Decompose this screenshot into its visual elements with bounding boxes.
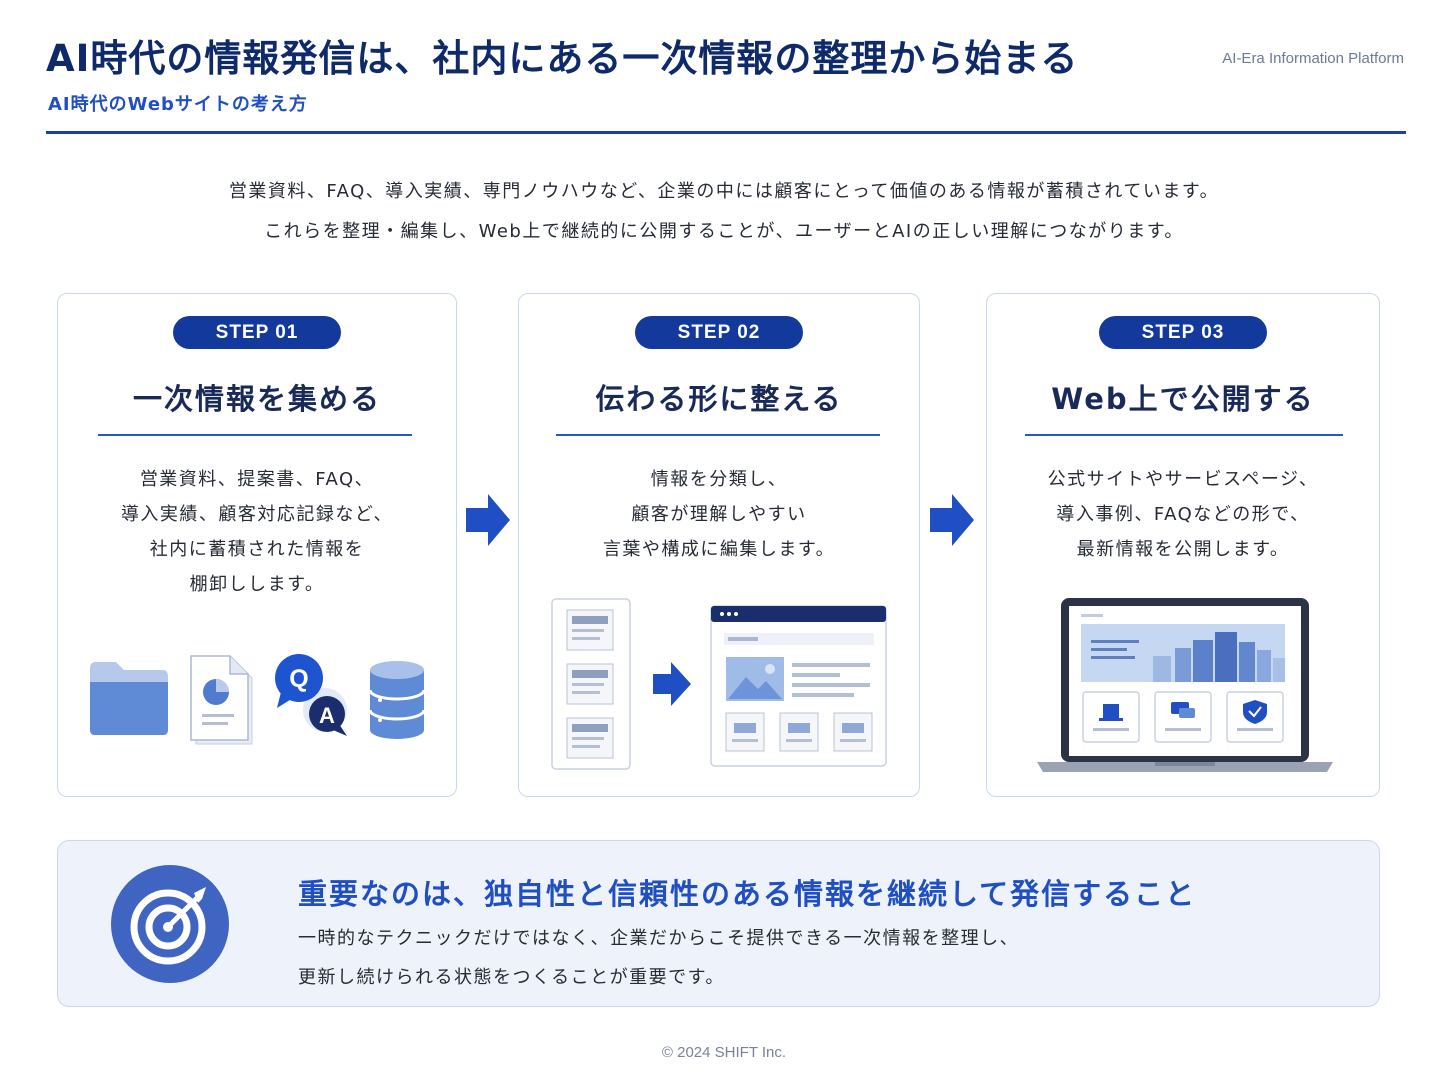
intro-line-1: 営業資料、FAQ、導入実績、専門ノウハウなど、企業の中には顧客にとって価値のある… [228, 181, 1220, 202]
step1-line: 営業資料、提案書、FAQ、 [139, 469, 375, 490]
webpage-mockup-illustration [710, 605, 887, 767]
copyright-footer: © 2024 SHIFT Inc. [661, 1044, 787, 1061]
step1-line: 導入実績、顧客対応記録など、 [120, 504, 394, 525]
step-card-3: STEP 03 Web上で公開する 公式サイトやサービスページ、 導入事例、FA… [986, 293, 1380, 797]
arrow-right-icon [466, 494, 510, 546]
step-badge-3: STEP 03 [1099, 316, 1267, 349]
page-title: AI時代の情報発信は、社内にある一次情報の整理から始まる [46, 37, 1079, 80]
step3-line: 最新情報を公開します。 [1076, 539, 1290, 560]
qa-q-letter: Q [289, 665, 308, 693]
step-body-1: 営業資料、提案書、FAQ、 導入実績、顧客対応記録など、 社内に蓄積された情報を… [58, 462, 456, 602]
intro-line-2: これらを整理・編集し、Web上で継続的に公開することが、ユーザーとAIの正しい理… [264, 221, 1184, 242]
page-subtitle: AI時代のWebサイトの考え方 [48, 94, 308, 115]
step-body-3: 公式サイトやサービスページ、 導入事例、FAQなどの形で、 最新情報を公開します… [987, 462, 1379, 567]
step-badge-2: STEP 02 [635, 316, 803, 349]
card-list-illustration [551, 598, 631, 770]
step-divider-1 [98, 434, 412, 436]
summary-panel: 重要なのは、独自性と信頼性のある情報を継続して発信すること 一時的なテクニックだ… [57, 840, 1380, 1007]
step2-line: 情報を分類し、 [650, 469, 788, 490]
arrow-right-icon [653, 662, 691, 706]
step-title-3: Web上で公開する [1051, 382, 1315, 416]
platform-label: AI-Era Information Platform [1222, 50, 1404, 67]
step-card-1: STEP 01 一次情報を集める 営業資料、提案書、FAQ、 導入実績、顧客対応… [57, 293, 457, 797]
header-divider [46, 131, 1406, 134]
arrow-right-icon [930, 494, 974, 546]
page-header: AI時代の情報発信は、社内にある一次情報の整理から始まる AI時代のWebサイト… [46, 28, 1406, 134]
target-icon [111, 865, 229, 983]
step2-line: 言葉や構成に編集します。 [602, 539, 836, 560]
database-icon [368, 661, 426, 739]
step1-line: 棚卸しします。 [189, 574, 325, 595]
summary-line-2: 更新し続けられる状態をつくることが重要です。 [298, 967, 725, 988]
step-badge-1: STEP 01 [173, 316, 341, 349]
laptop-illustration [1037, 598, 1333, 772]
step-body-2: 情報を分類し、 顧客が理解しやすい 言葉や構成に編集します。 [519, 462, 919, 567]
summary-line-1: 一時的なテクニックだけではなく、企業だからこそ提供できる一次情報を整理し、 [298, 928, 1020, 949]
document-chart-icon [190, 655, 253, 745]
qa-bubble-icon: Q A [275, 654, 347, 736]
step3-line: 公式サイトやサービスページ、 [1047, 469, 1319, 490]
step-divider-2 [556, 434, 880, 436]
step3-line: 導入事例、FAQなどの形で、 [1056, 504, 1310, 525]
step1-line: 社内に蓄積された情報を [149, 539, 365, 560]
summary-body: 一時的なテクニックだけではなく、企業だからこそ提供できる一次情報を整理し、 更新… [298, 919, 1019, 997]
intro-text: 営業資料、FAQ、導入実績、専門ノウハウなど、企業の中には顧客にとって価値のある… [0, 172, 1448, 252]
folder-icon [90, 662, 168, 735]
qa-a-letter: A [319, 703, 335, 728]
step-divider-3 [1025, 434, 1343, 436]
step-card-2: STEP 02 伝わる形に整える 情報を分類し、 顧客が理解しやすい 言葉や構成… [518, 293, 920, 797]
summary-title: 重要なのは、独自性と信頼性のある情報を継続して発信すること [298, 877, 1197, 911]
step-title-2: 伝わる形に整える [595, 382, 843, 416]
step2-line: 顧客が理解しやすい [631, 504, 807, 525]
step-title-1: 一次情報を集める [132, 382, 381, 416]
